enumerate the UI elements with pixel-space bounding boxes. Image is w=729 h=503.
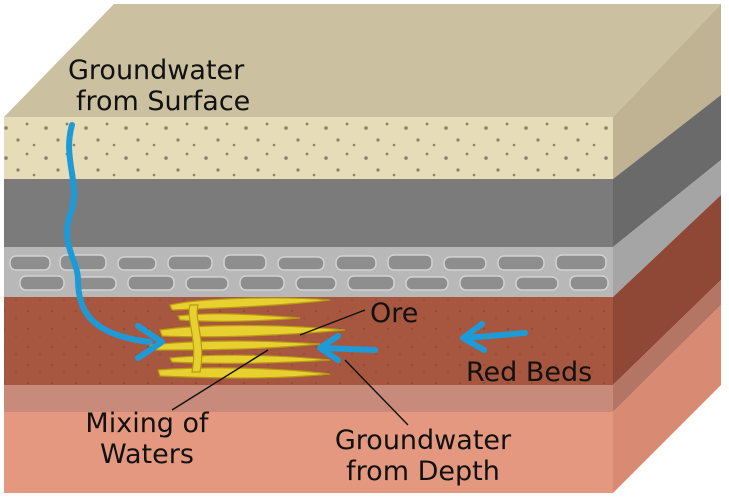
right-face-sand xyxy=(613,4,721,179)
right-face-cobble xyxy=(613,160,721,297)
gray-layer xyxy=(4,179,613,247)
ore-body xyxy=(149,297,346,379)
right-face-gray xyxy=(613,95,721,247)
deep-water-label: Groundwater from Depth xyxy=(318,425,528,487)
surface-water-label: Groundwater from Surface xyxy=(68,55,250,117)
mixing-label-line2: Waters xyxy=(100,439,194,470)
surface-water-arrowhead xyxy=(135,323,165,361)
right-face-red xyxy=(613,195,721,385)
red-bed-water-arrow xyxy=(460,321,528,353)
thin-band-layer xyxy=(4,385,613,412)
leader-lines xyxy=(171,309,409,426)
mixing-label: Mixing of Waters xyxy=(77,408,217,470)
right-face-band xyxy=(613,280,721,412)
deep-water-label-line1: Groundwater xyxy=(334,425,512,456)
red-bed-texture xyxy=(4,297,613,385)
sand-layer-dots xyxy=(4,117,613,179)
cobbles xyxy=(9,254,609,291)
deep-water-arrow xyxy=(317,333,378,363)
bottom-layer xyxy=(4,412,613,493)
red-beds-label: Red Beds xyxy=(466,357,593,388)
right-face-bottom xyxy=(613,305,721,493)
top-face xyxy=(4,4,721,117)
deep-water-label-line2: from Depth xyxy=(346,456,500,487)
ore-label: Ore xyxy=(370,298,419,329)
mixing-label-line1: Mixing of xyxy=(85,408,209,439)
surface-water-label-line1: Groundwater xyxy=(68,55,245,86)
surface-water-arrow xyxy=(63,122,153,345)
surface-water-label-line2: from Surface xyxy=(76,86,251,117)
